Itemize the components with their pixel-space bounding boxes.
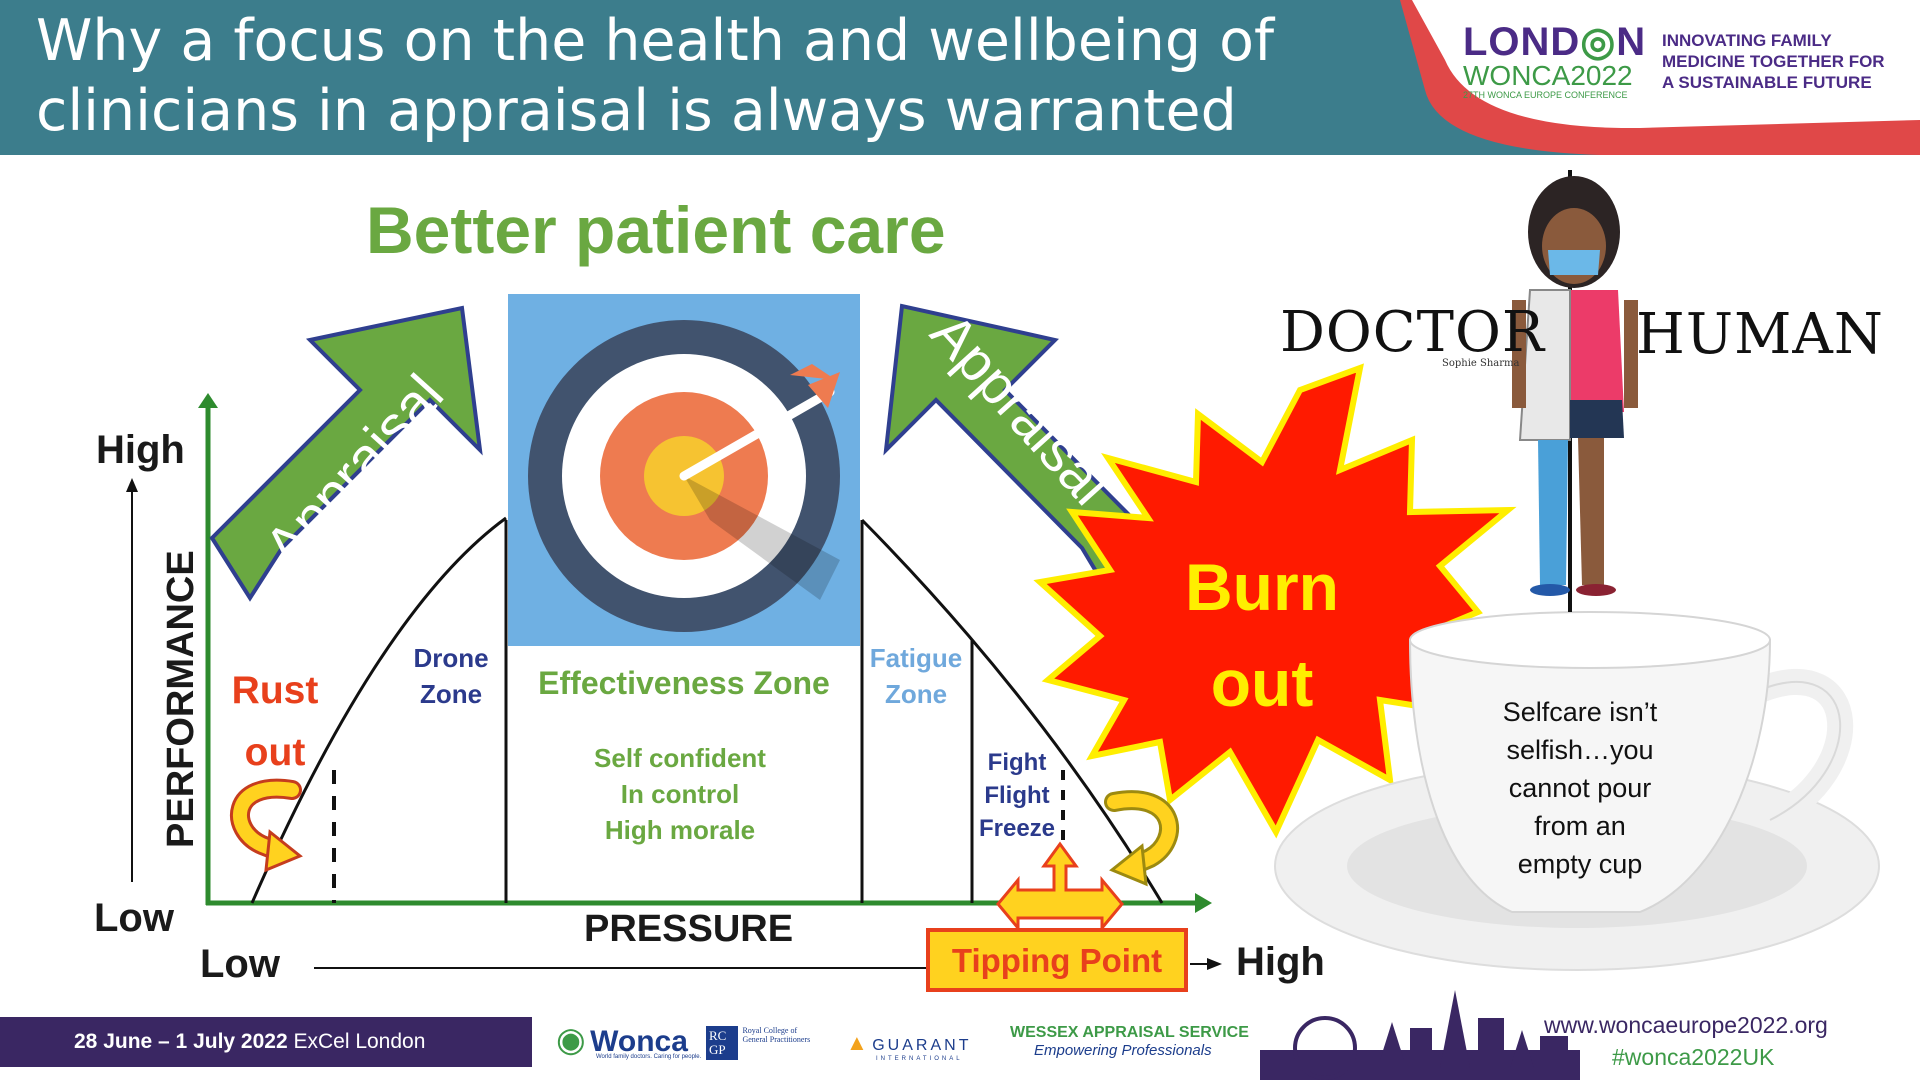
guarant-text: GUARANT xyxy=(872,1037,972,1054)
y-axis-title: PERFORMANCE xyxy=(160,550,202,848)
wessex-text: WESSEX APPRAISAL SERVICE xyxy=(1010,1024,1249,1041)
quote-line-5: empty cup xyxy=(1517,849,1643,879)
freeze-text: Freeze xyxy=(978,815,1056,842)
conference-hashtag: #wonca2022UK xyxy=(1612,1044,1775,1070)
quote-line-3: cannot pour xyxy=(1508,773,1652,803)
quote-line-1: Selfcare isn’t xyxy=(1502,697,1658,727)
teacup-illustration xyxy=(1274,611,1880,971)
pressure-indicator-arrowhead xyxy=(1207,958,1222,970)
logo-panel-shape xyxy=(1400,0,1920,155)
drone-zone-label: Drone Zone xyxy=(398,640,504,712)
guarant-subtext: INTERNATIONAL xyxy=(876,1056,963,1062)
rcgp-badge: RC GP xyxy=(706,1026,738,1060)
rcgp-sub-1: Royal College of xyxy=(742,1026,798,1035)
target-icon xyxy=(528,320,840,632)
fatigue-line-2: Zone xyxy=(884,679,948,709)
globe-icon: ◎ xyxy=(1580,20,1617,64)
guarant-triangle-icon: ▲ xyxy=(846,1030,868,1055)
rust-out-label: Rust out xyxy=(220,660,330,784)
drone-line-1: Drone xyxy=(413,643,489,673)
footer-date-bar xyxy=(0,1017,532,1067)
logo-london-text: LOND xyxy=(1463,20,1581,64)
burnout-line-1: Burn xyxy=(1185,550,1339,624)
conference-url[interactable]: www.woncaeurope2022.org xyxy=(1544,1012,1828,1038)
wonca-text: Wonca xyxy=(590,1025,688,1058)
fight-flight-freeze-label: Fight Flight Freeze xyxy=(972,746,1062,845)
london-wonca-logo: LOND◎N WONCA2022 27TH WONCA EUROPE CONFE… xyxy=(1463,20,1647,100)
author-credit: Sophie Sharma xyxy=(1442,358,1520,369)
rust-line-1: Rust xyxy=(231,669,319,712)
wessex-subtext: Empowering Professionals xyxy=(1034,1042,1212,1059)
fatigue-zone-label: Fatigue Zone xyxy=(862,640,970,712)
logo-wonca-text: WONCA2022 xyxy=(1463,60,1633,91)
y-axis-high-label: High xyxy=(96,428,185,472)
guarant-logo: ▲ GUARANT INTERNATIONAL xyxy=(846,1030,971,1062)
logo-conference-text: 27TH WONCA EUROPE CONFERENCE xyxy=(1463,90,1628,100)
burnout-starburst xyxy=(1033,363,1517,839)
x-axis-arrowhead xyxy=(1195,893,1212,913)
doctor-human-figure-illustration xyxy=(1512,170,1638,612)
tagline-line-2: MEDICINE TOGETHER FOR xyxy=(1662,52,1885,71)
performance-curve-rising xyxy=(250,516,507,904)
x-axis-low-label: Low xyxy=(200,942,280,986)
conference-dates: 28 June – 1 July 2022 ExCel London xyxy=(74,1030,425,1054)
x-axis-high-label: High xyxy=(1236,940,1325,984)
wonca-logo: ◉ Wonca World family doctors. Caring for… xyxy=(556,1020,701,1060)
performance-curve-falling xyxy=(860,518,1164,904)
better-patient-care-headline: Better patient care xyxy=(366,193,946,267)
rcgp-sub-2: General Practitioners xyxy=(742,1035,811,1044)
rcgp-logo: RC GP Royal College of General Practitio… xyxy=(706,1026,810,1060)
rust-line-2: out xyxy=(244,731,306,774)
appraisal-arrow-left: Appraisal xyxy=(209,305,483,602)
date-range: 28 June – 1 July 2022 xyxy=(74,1030,288,1053)
y-axis-arrowhead xyxy=(198,393,218,408)
effectiveness-traits: Self confident In control High morale xyxy=(514,740,846,848)
burnout-circular-arrow-icon xyxy=(1104,790,1179,887)
quote-line-2: selfish…you xyxy=(1506,735,1654,765)
fatigue-line-1: Fatigue xyxy=(869,643,963,673)
tagline-line-3: A SUSTAINABLE FUTURE xyxy=(1662,73,1872,92)
tipping-point-box xyxy=(926,928,1188,992)
selfcare-quote: Selfcare isn’t selfish…you cannot pour f… xyxy=(1475,693,1685,883)
slide-title: Why a focus on the health and wellbeing … xyxy=(36,6,1366,146)
effectiveness-zone-label: Effectiveness Zone xyxy=(538,665,830,701)
trait-self-confident: Self confident xyxy=(594,743,766,773)
title-line-1: Why a focus on the health and wellbeing … xyxy=(36,8,1275,74)
wonca-subtext: World family doctors. Caring for people. xyxy=(596,1054,702,1060)
human-title: HUMAN xyxy=(1636,302,1884,367)
y-axis-low-label: Low xyxy=(94,896,174,940)
conference-tagline: INNOVATING FAMILY MEDICINE TOGETHER FOR … xyxy=(1662,30,1902,93)
flight-text: Flight xyxy=(984,782,1050,809)
title-line-2: clinicians in appraisal is always warran… xyxy=(36,78,1237,144)
trait-high-morale: High morale xyxy=(604,815,756,845)
burnout-line-2: out xyxy=(1211,646,1314,720)
logo-london-end: N xyxy=(1616,20,1647,64)
tipping-point-label: Tipping Point xyxy=(952,942,1162,979)
fight-text: Fight xyxy=(987,749,1047,776)
wonca-globe-icon: ◉ xyxy=(556,1021,586,1059)
drone-line-2: Zone xyxy=(419,679,483,709)
quote-line-4: from an xyxy=(1534,811,1626,841)
performance-indicator-arrowhead xyxy=(126,478,138,492)
x-axis-title: PRESSURE xyxy=(584,908,794,950)
rust-circular-arrow-icon xyxy=(230,778,303,873)
tipping-point-arrows-icon xyxy=(996,841,1124,933)
tagline-line-1: INNOVATING FAMILY xyxy=(1662,31,1832,50)
doctor-title: DOCTOR xyxy=(1280,300,1546,365)
venue: ExCel London xyxy=(287,1030,426,1053)
london-skyline-graphic xyxy=(1260,990,1580,1080)
trait-in-control: In control xyxy=(620,779,740,809)
wessex-logo: WESSEX APPRAISAL SERVICE Empowering Prof… xyxy=(1010,1024,1249,1059)
